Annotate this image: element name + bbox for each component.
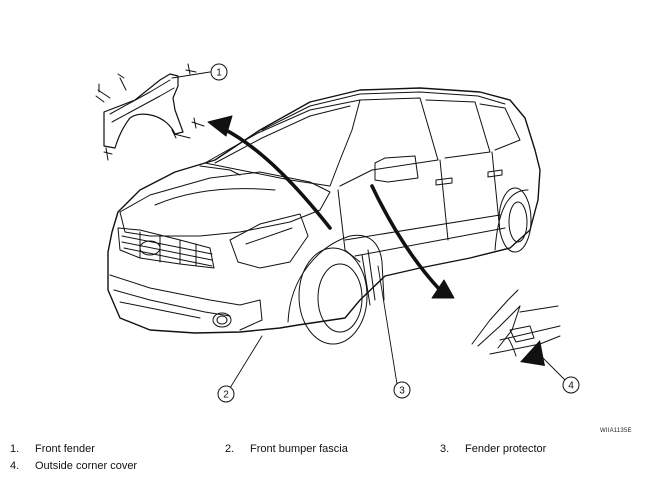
fender-arrow (220, 126, 332, 230)
legend-label: Front bumper fascia (250, 443, 348, 455)
front-fender-exploded-part (95, 63, 205, 161)
callout-1: 1 (210, 63, 228, 81)
vehicle-illustration (107, 87, 541, 345)
callout-circle (217, 385, 235, 403)
corner-arrow (370, 184, 442, 292)
direction-arrows (207, 115, 455, 299)
callout-number: 3 (399, 386, 405, 397)
callout-number: 2 (223, 390, 229, 401)
figure-reference-code: WIIA1135E (600, 428, 632, 434)
callout-4: 4 (562, 376, 580, 394)
legend-number: 2. (225, 443, 235, 455)
callout-circle (562, 376, 580, 394)
legend-label: Front fender (35, 443, 95, 455)
callout-2: 2 (217, 385, 235, 403)
callout-number: 1 (216, 68, 222, 79)
legend-label: Outside corner cover (35, 460, 138, 472)
callout-markers: 1 2 3 4 (210, 63, 580, 403)
callout-circle (210, 63, 228, 81)
corner-arrowhead (431, 279, 455, 299)
legend-number: 3. (440, 443, 450, 455)
fender-arrowhead (207, 115, 233, 137)
corner-cover-detail-view (471, 289, 561, 366)
callout-number: 4 (568, 381, 574, 392)
legend-number: 4. (10, 460, 20, 472)
callout-circle (393, 381, 411, 399)
legend-label: Fender protector (465, 443, 547, 455)
callout-3: 3 (393, 381, 411, 399)
legend-number: 1. (10, 443, 20, 455)
exploded-view-diagram: 1 2 3 4 (95, 63, 580, 403)
leader-lines (171, 71, 566, 389)
